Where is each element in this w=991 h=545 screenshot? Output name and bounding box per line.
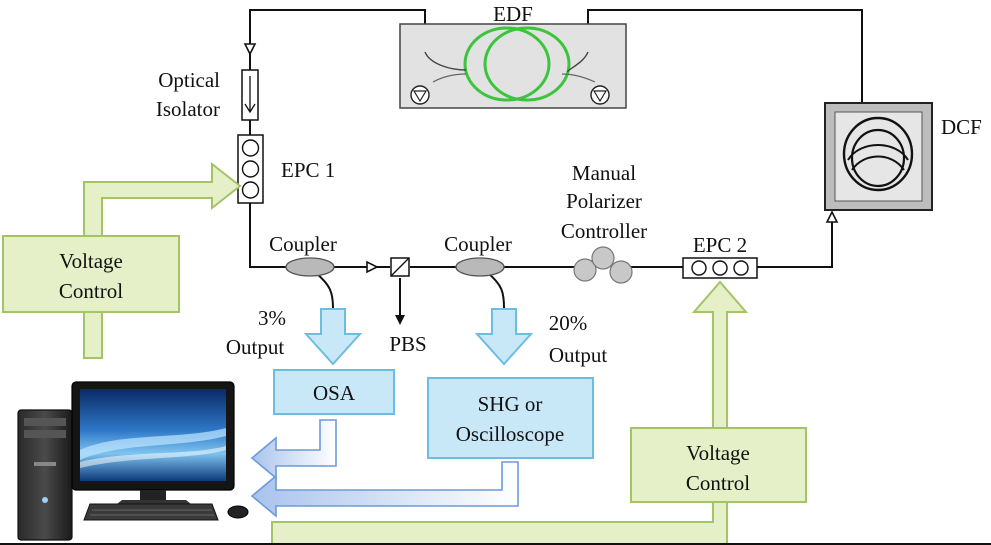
arrowhead-pbs-out	[395, 315, 405, 325]
pbs-label: PBS	[389, 332, 426, 356]
voltage-left-label-line2: Control	[59, 279, 123, 303]
edf-box	[399, 23, 627, 109]
fiber-top-left	[249, 9, 426, 70]
coupler-left	[285, 257, 335, 277]
manual-label-line1: Manual	[572, 161, 636, 185]
tap-left	[315, 272, 334, 309]
shg-label-line2: Oscilloscope	[456, 422, 564, 446]
isolator-label-line2: Isolator	[156, 97, 220, 121]
epc2	[682, 257, 758, 279]
output20-label-line1: 20%	[549, 311, 588, 335]
pbs	[390, 257, 410, 277]
fiber-top-right	[587, 9, 863, 103]
epc1-label: EPC 1	[281, 158, 335, 182]
fiber-epc2-dcf	[757, 212, 833, 268]
edf-coil-left	[463, 26, 551, 102]
manual-label-line2: Polarizer	[566, 189, 642, 213]
keyboard	[83, 503, 219, 521]
osa-return-arrow	[250, 419, 337, 480]
shg-box	[427, 377, 594, 459]
edf-label: EDF	[493, 2, 533, 26]
voltage-right-label-line2: Control	[686, 471, 750, 495]
dcf-label: DCF	[941, 115, 982, 139]
manual-label-line3: Controller	[561, 219, 647, 243]
osa-label: OSA	[313, 381, 356, 405]
fiber-epc1-coupler	[249, 203, 290, 268]
output3-label-line2: Output	[226, 335, 285, 359]
voltage-right-label-line1: Voltage	[686, 441, 750, 465]
output3-label-line1: 3%	[258, 306, 286, 330]
dcf-module	[824, 102, 933, 211]
edf-coil-right	[483, 26, 571, 102]
coupler-right	[455, 257, 505, 277]
epc1	[237, 134, 264, 204]
manual-polarizer-controller	[573, 246, 633, 284]
output3-arrow	[303, 308, 363, 366]
arrowhead-down-left	[243, 43, 257, 56]
coupler-left-label: Coupler	[269, 232, 337, 256]
computer-tower	[17, 409, 73, 541]
arrowhead-up-dcf	[825, 210, 839, 223]
voltage-right-box	[630, 427, 807, 503]
epc2-label: EPC 2	[693, 233, 747, 257]
output20-arrow	[474, 308, 534, 366]
isolator-label-line1: Optical	[158, 68, 220, 92]
voltage-left-label-line1: Voltage	[59, 249, 123, 273]
edf-module	[399, 23, 627, 109]
mouse	[227, 505, 249, 519]
arrowheads	[243, 43, 839, 274]
arrowhead-right	[366, 260, 379, 274]
dcf-coil-outer	[842, 116, 914, 192]
coupler-right-label: Coupler	[444, 232, 512, 256]
voltage-left-box	[2, 235, 180, 313]
desktop-computer-icon	[17, 381, 249, 541]
shg-label-line1: SHG or	[478, 392, 543, 416]
shg-return-arrow	[250, 461, 519, 518]
optical-isolator	[241, 69, 259, 121]
tap-right	[487, 272, 505, 309]
output20-label-line2: Output	[549, 343, 608, 367]
osa-box	[273, 369, 395, 415]
